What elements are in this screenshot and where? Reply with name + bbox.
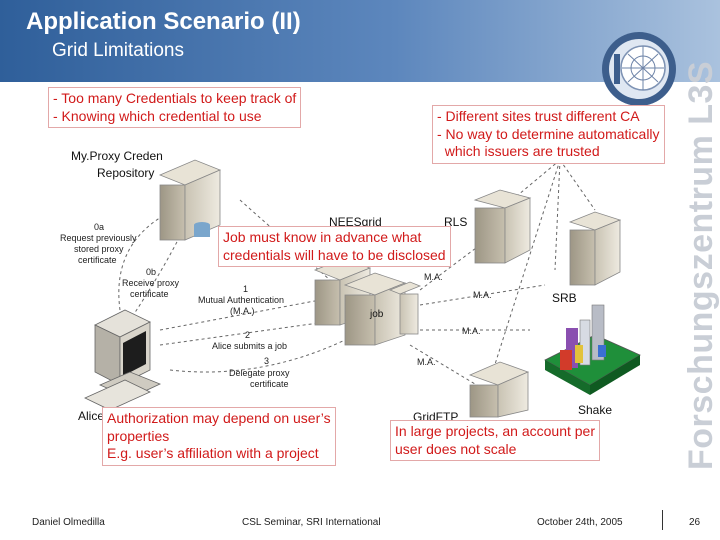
callout-credentials-line2: - Knowing which credential to use — [53, 107, 262, 124]
shake-label: Shake — [578, 403, 613, 417]
alice-computer-icon — [84, 309, 162, 411]
srb-server-icon — [568, 211, 622, 286]
callout-trust-line3: which issuers are trusted — [437, 143, 600, 159]
step-2-number: 2 — [245, 330, 251, 340]
myproxy-server-icon — [158, 159, 222, 241]
callout-trust: - Different sites trust different CA - N… — [432, 105, 665, 164]
callout-job-advance: Job must know in advance what credential… — [218, 226, 451, 267]
srb-label: SRB — [552, 291, 577, 305]
step-1-number: 1 — [243, 284, 249, 294]
step-0b-line2: certificate — [130, 289, 169, 299]
footer-author: Daniel Olmedilla — [32, 517, 105, 528]
ma-label: M.A. — [424, 272, 443, 282]
l3s-logo-icon — [602, 32, 676, 106]
callout-credentials: - Too many Credentials to keep track of … — [48, 87, 302, 128]
shake-table-icon — [544, 304, 641, 395]
callout-authorization-line2: properties — [107, 427, 170, 444]
slide-subtitle: Grid Limitations — [52, 40, 184, 61]
callout-trust-line1: - Different sites trust different CA — [437, 108, 640, 124]
footer-event: CSL Seminar, SRI International — [242, 517, 381, 528]
callout-large-projects-line1: In large projects, an account per — [395, 423, 596, 439]
step-0a-line3: certificate — [78, 255, 117, 265]
neesgrid-server-icon — [313, 257, 422, 346]
step-2-line1: Alice submits a job — [212, 341, 288, 351]
step-0a-number: 0a — [94, 222, 105, 232]
callout-authorization-line1: Authorization may depend on user’s — [107, 410, 331, 426]
myproxy-label-line1: My.Proxy Creden — [71, 149, 163, 163]
callout-authorization: Authorization may depend on user’s prope… — [102, 407, 336, 466]
callout-credentials-line1: - Too many Credentials to keep track of — [53, 90, 297, 106]
job-label: job — [370, 309, 384, 320]
page-number: 26 — [689, 517, 701, 528]
ma-label: M.A. — [462, 326, 481, 336]
footer-date: October 24th, 2005 — [537, 517, 623, 528]
ma-label: M.A. — [473, 290, 492, 300]
connection-lines — [118, 159, 596, 391]
slide-title: Application Scenario (II) — [26, 8, 301, 35]
step-1-line1: Mutual Authentication — [198, 295, 285, 305]
step-0b-line1: Receive proxy — [122, 278, 180, 288]
title-bar: Application Scenario (II) Grid Limitatio… — [0, 0, 720, 82]
step-0a-line1: Request previously — [60, 233, 137, 243]
step-0a-line2: stored proxy — [74, 244, 124, 254]
step-0b-number: 0b — [146, 267, 157, 277]
callout-authorization-line3: E.g. user’s affiliation with a project — [107, 445, 319, 461]
myproxy-label-line2: Repository — [97, 166, 155, 180]
ma-label: M.A. — [417, 357, 436, 367]
footer-divider — [662, 510, 663, 530]
neesgrid-label: NEESgrid — [329, 215, 382, 229]
step-1-line2: (M.A.) — [230, 306, 255, 316]
rls-server-icon — [473, 189, 532, 264]
callout-job-advance-line2: credentials will have to be disclosed — [223, 246, 446, 263]
step-3-line1: Delegate proxy — [229, 368, 290, 378]
rls-label: RLS — [444, 215, 468, 229]
callout-trust-line2: - No way to determine automatically — [437, 125, 660, 142]
alice-label: Alice — [78, 409, 105, 423]
callout-job-advance-line1: Job must know in advance what — [223, 229, 422, 245]
gridftp-server-icon — [468, 361, 530, 418]
step-3-number: 3 — [264, 356, 270, 366]
step-3-line2: certificate — [250, 379, 289, 389]
callout-large-projects-line2: user does not scale — [395, 440, 517, 457]
callout-large-projects: In large projects, an account per user d… — [390, 420, 601, 461]
